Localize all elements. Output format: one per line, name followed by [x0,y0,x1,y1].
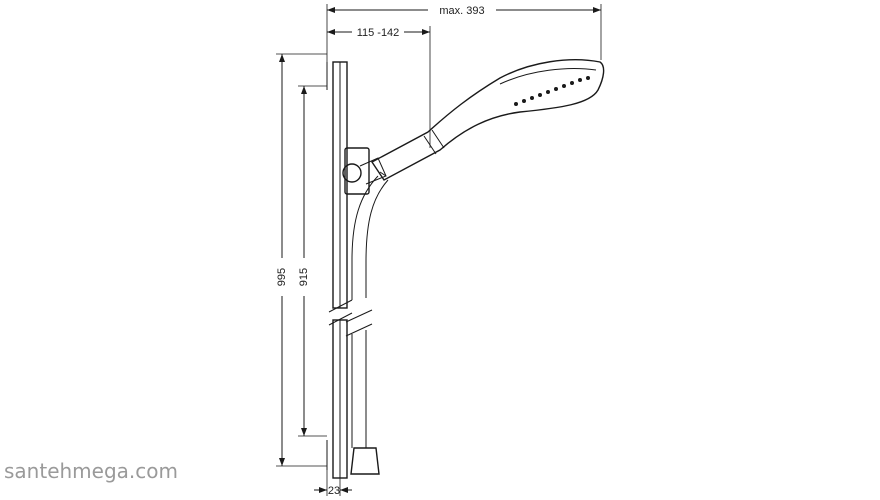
watermark-text: santehmega.com [4,459,178,483]
dimension-total-height: 995 [276,53,327,467]
dimension-holder-range: 115 -142 [327,26,431,148]
dim-max-reach-label: max. 393 [439,5,484,17]
dim-total-height-label: 995 [276,268,288,286]
spray-nozzles [514,76,590,106]
dim-bar-height-label: 915 [298,268,310,286]
slide-holder [342,147,387,195]
wall-bar [326,61,353,479]
shower-hose [345,175,389,448]
hand-shower [370,59,605,181]
hose-connector [350,447,380,475]
dimension-max-reach: max. 393 [326,4,602,62]
dimension-bar-width: 23 [314,470,352,497]
dimension-bar-height: 915 [298,85,327,437]
dim-holder-range-label: 115 -142 [357,27,400,39]
dim-bar-width-label: 23 [328,485,340,497]
